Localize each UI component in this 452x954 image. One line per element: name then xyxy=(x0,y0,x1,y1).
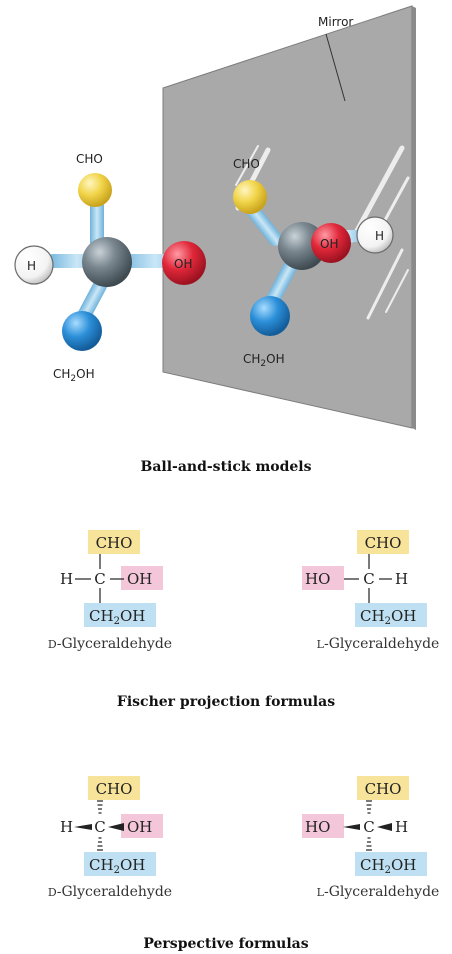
mirror-pointer-line xyxy=(325,33,346,102)
fischer-d: CHO H C OH CH2OH D-Glyceraldehyde xyxy=(48,530,172,652)
fischer-l-top: CHO xyxy=(365,534,402,552)
perspective-l-left: HO xyxy=(305,818,330,836)
right-cho-label: CHO xyxy=(233,157,260,171)
fischer-d-top: CHO xyxy=(96,534,133,552)
cho-atom xyxy=(233,180,267,214)
ball-and-stick-caption: Ball-and-stick models xyxy=(140,459,311,475)
right-ch2oh-label: CH2OH xyxy=(243,352,285,369)
wedge-left xyxy=(343,824,360,830)
ch2oh-highlight xyxy=(84,603,156,627)
oh-highlight xyxy=(302,566,344,590)
wedge-right xyxy=(108,823,124,831)
hashed-bond-bottom xyxy=(97,837,103,851)
fischer-d-name: D-Glyceraldehyde xyxy=(48,636,172,652)
left-oh-label: OH xyxy=(174,257,192,271)
cho-atom xyxy=(78,173,112,207)
right-oh-label: OH xyxy=(320,237,338,251)
oh-atom xyxy=(162,241,206,285)
perspective-d-bottom: CH2OH xyxy=(89,856,145,876)
oh-highlight xyxy=(302,814,344,838)
ch2oh-atom xyxy=(62,311,102,351)
fischer-caption: Fischer projection formulas xyxy=(117,694,335,710)
right-molecule: CHO OH H CH2OH xyxy=(233,157,394,369)
right-h-label: H xyxy=(375,229,384,243)
fischer-d-right: OH xyxy=(127,570,152,588)
fischer-l-center: C xyxy=(363,570,374,588)
perspective-d-left: H xyxy=(60,818,73,836)
wedge-right xyxy=(377,823,392,831)
carbon-atom xyxy=(82,237,132,287)
perspective-l-right: H xyxy=(395,818,408,836)
fischer-l-name: L-Glyceraldehyde xyxy=(317,636,440,652)
oh-highlight xyxy=(121,566,163,590)
ch2oh-highlight xyxy=(355,852,427,876)
oh-atom xyxy=(311,223,351,263)
cho-highlight xyxy=(88,530,140,554)
perspective-l-name: L-Glyceraldehyde xyxy=(317,884,440,900)
perspective-d: CHO H C OH CH2OH D-Glyceraldehyde xyxy=(48,776,172,900)
mirror-label: Mirror xyxy=(318,15,353,29)
ch2oh-atom xyxy=(250,296,290,336)
hashed-bond-top xyxy=(97,800,103,814)
left-h-label: H xyxy=(27,259,36,273)
cho-highlight xyxy=(357,530,409,554)
perspective-d-right: OH xyxy=(127,818,152,836)
left-ch2oh-label: CH2OH xyxy=(53,367,95,384)
fischer-d-left: H xyxy=(60,570,73,588)
perspective-d-center: C xyxy=(94,818,105,836)
perspective-l-center: C xyxy=(363,818,374,836)
left-molecule: CHO H OH CH2OH xyxy=(14,152,206,384)
perspective-l-top: CHO xyxy=(365,780,402,798)
perspective-caption: Perspective formulas xyxy=(143,936,308,952)
left-cho-label: CHO xyxy=(76,152,103,166)
fischer-d-bottom: CH2OH xyxy=(89,607,145,627)
fischer-l: CHO HO C H CH2OH L-Glyceraldehyde xyxy=(302,530,439,652)
hashed-bond-top xyxy=(366,800,372,814)
ch2oh-highlight xyxy=(84,852,156,876)
hydrogen-atom xyxy=(356,216,394,254)
ch2oh-highlight xyxy=(355,603,427,627)
fischer-l-left: HO xyxy=(305,570,330,588)
perspective-l-bottom: CH2OH xyxy=(360,856,416,876)
fischer-l-bottom: CH2OH xyxy=(360,607,416,627)
perspective-l: CHO HO C H CH2OH L-Glyceraldehyde xyxy=(302,776,439,900)
cho-highlight xyxy=(88,776,140,800)
wedge-left xyxy=(74,824,92,830)
hydrogen-atom xyxy=(14,245,54,285)
fischer-d-center: C xyxy=(94,570,105,588)
perspective-d-name: D-Glyceraldehyde xyxy=(48,884,172,900)
perspective-d-top: CHO xyxy=(96,780,133,798)
fischer-l-right: H xyxy=(395,570,408,588)
hashed-bond-bottom xyxy=(366,837,372,851)
cho-highlight xyxy=(357,776,409,800)
oh-highlight xyxy=(121,814,163,838)
